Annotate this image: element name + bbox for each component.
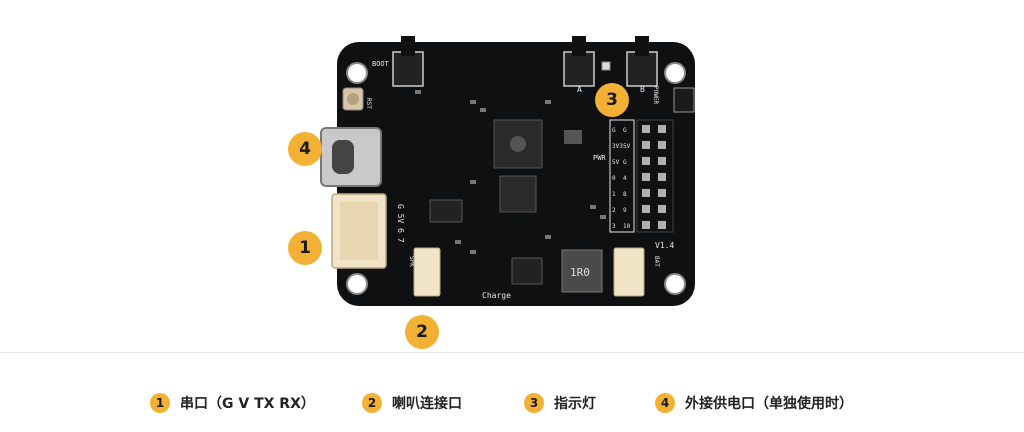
legend-label: 喇叭连接口 <box>392 396 462 412</box>
header-pin-label: 0 <box>612 175 616 182</box>
callout-badge-3: 3 <box>595 83 629 117</box>
legend-badge: 1 <box>150 393 170 413</box>
header-pin-label: G <box>623 159 627 166</box>
legend: 1 串口（G V TX RX） 2 喇叭连接口 3 指示灯 4 外接供电口（单独… <box>0 390 1024 420</box>
header-pin-label: 3 <box>612 223 616 230</box>
legend-label: 指示灯 <box>554 396 596 412</box>
smd-components <box>415 90 606 254</box>
label-charge: Charge <box>482 291 511 300</box>
header-pin-label: G <box>612 127 616 134</box>
mount-hole <box>346 62 368 84</box>
regulator-chip <box>429 199 463 223</box>
header-pin-label: G <box>623 127 627 134</box>
label-inductor: 1R0 <box>570 266 590 279</box>
legend-badge: 3 <box>524 393 544 413</box>
header-pin-label: 2 <box>612 207 616 214</box>
mount-hole <box>664 273 686 295</box>
divider <box>0 352 1024 353</box>
label-spk: SPK <box>408 256 415 267</box>
label-pwr: PWR <box>593 154 606 162</box>
pin-header-pins <box>642 125 666 229</box>
legend-item-2: 2 喇叭连接口 <box>362 390 462 416</box>
b-button-cap <box>635 36 649 56</box>
legend-label: 外接供电口（单独使用时） <box>685 396 853 412</box>
charger-chip <box>511 257 543 285</box>
power-switch <box>673 87 695 113</box>
spk-connector <box>413 247 441 297</box>
legend-label: 串口（G V TX RX） <box>180 396 315 412</box>
mount-hole <box>664 62 686 84</box>
mount-hole <box>346 273 368 295</box>
label-power: POWER <box>652 86 659 104</box>
legend-badge: 4 <box>655 393 675 413</box>
bat-connector <box>613 247 645 297</box>
header-pin-label: 10 <box>623 223 631 230</box>
led-indicator <box>601 61 611 71</box>
b-button-body <box>626 51 658 87</box>
label-boot: BOOT <box>372 60 390 68</box>
callout-badge-2: 2 <box>405 315 439 349</box>
rst-button-cap <box>347 93 359 105</box>
header-pin-label: 3V3 <box>612 143 623 150</box>
a-button-cap <box>572 36 586 56</box>
header-pin-label: 9 <box>623 207 627 214</box>
callout-badge-4: 4 <box>288 132 322 166</box>
label-rst: RST <box>365 98 372 109</box>
header-pin-label: 5V <box>623 143 631 150</box>
header-pin-label: 8 <box>623 191 627 198</box>
small-chip <box>564 130 582 144</box>
label-uart: G 5V 6 7 <box>396 204 405 243</box>
board-diagram: BOOT A B POWER RST PWR G 5V 6 7 SPK BAT … <box>288 36 695 349</box>
label-a: A <box>577 85 582 94</box>
legend-item-1: 1 串口（G V TX RX） <box>150 390 315 416</box>
legend-badge: 2 <box>362 393 382 413</box>
legend-item-3: 3 指示灯 <box>524 390 596 416</box>
legend-item-4: 4 外接供电口（单独使用时） <box>655 390 853 416</box>
codec-chip <box>499 175 537 213</box>
a-button-body <box>563 51 595 87</box>
boot-button-body <box>392 51 424 87</box>
label-bat: BAT <box>653 256 660 267</box>
board-illustration: BOOT A B POWER RST PWR G 5V 6 7 SPK BAT … <box>320 36 695 306</box>
callout-badge-1: 1 <box>288 231 322 265</box>
usb-c-opening <box>332 140 354 174</box>
inductor <box>561 249 603 293</box>
header-pin-label: 5V <box>612 159 620 166</box>
header-pin-label: 4 <box>623 175 627 182</box>
uart-connector-slot <box>340 202 378 260</box>
label-b: B <box>640 85 645 94</box>
esp-logo <box>510 136 526 152</box>
header-pin-label: 1 <box>612 191 616 198</box>
label-version: V1.4 <box>655 241 674 250</box>
pin-label-box <box>609 119 635 233</box>
boot-button-cap <box>401 36 415 56</box>
